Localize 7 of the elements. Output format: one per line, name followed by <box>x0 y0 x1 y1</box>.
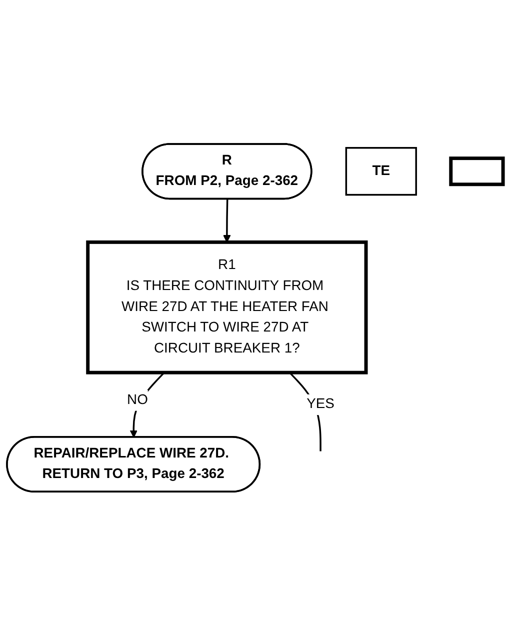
arrow <box>223 199 231 243</box>
node-box <box>449 156 505 186</box>
edge-label: NO <box>127 392 148 408</box>
node-box: R1 IS THERE CONTINUITY FROM WIRE 27D AT THE HEATER FAN SWITCH TO WIRE 27D AT CIRCUIT BREAKER 1? <box>86 240 368 374</box>
arrow <box>130 372 165 438</box>
edge-label: YES <box>306 397 334 412</box>
node-box: TE <box>345 147 417 196</box>
